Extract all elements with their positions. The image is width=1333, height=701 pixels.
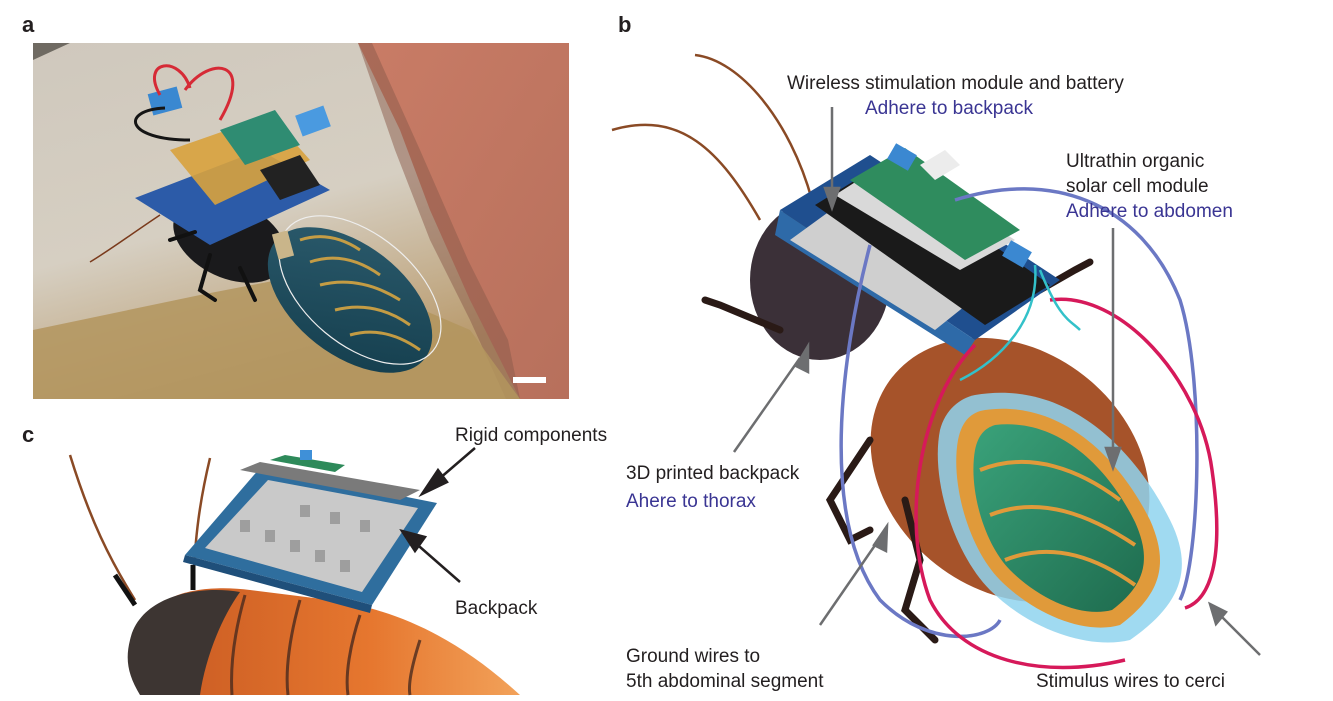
stimulus-wire	[914, 297, 1219, 670]
arrow-backpack	[411, 539, 461, 583]
scale-bar	[513, 377, 546, 383]
panel-letter-a: a	[22, 12, 35, 37]
terminal-block	[1002, 240, 1032, 268]
backpack-lattice	[205, 480, 418, 592]
rigid-components	[240, 462, 420, 500]
arrow-stimulus-wires	[1219, 614, 1261, 656]
label-adhere-abdomen: Adhere to abdomen	[1066, 201, 1233, 222]
antenna	[68, 454, 137, 601]
stimulation-pcb	[850, 148, 1020, 260]
label-adhere-backpack: Adhere to backpack	[865, 98, 1033, 119]
label-solar-line2: solar cell module	[1066, 176, 1209, 197]
label-rigid-components: Rigid components	[455, 425, 608, 446]
backpack-lattice	[790, 200, 985, 330]
label-stimulus-wires: Stimulus wires to cerci	[1036, 671, 1225, 692]
antenna	[611, 123, 762, 221]
arrow-ground-wires	[818, 537, 882, 626]
label-wireless-module: Wireless stimulation module and battery	[787, 73, 1124, 94]
arrow-backpack-b	[732, 357, 802, 453]
cockroach-body	[150, 588, 520, 695]
panel-letter-b: b	[618, 12, 632, 37]
label-ground-line1: Ground wires to	[626, 646, 761, 667]
terminal-block	[887, 143, 917, 171]
label-adhere-thorax: Ahere to thorax	[626, 491, 756, 512]
panel-letter-c: c	[22, 422, 35, 447]
antenna	[694, 53, 814, 201]
terminal-block	[295, 105, 331, 137]
green-pcb	[220, 110, 300, 165]
label-backpack-c: Backpack	[455, 598, 538, 619]
label-solar-line1: Ultrathin organic	[1066, 151, 1205, 172]
label-ground-line2: 5th abdominal segment	[626, 671, 824, 692]
cockroach-head	[127, 589, 240, 695]
label-3d-backpack: 3D printed backpack	[626, 463, 800, 484]
